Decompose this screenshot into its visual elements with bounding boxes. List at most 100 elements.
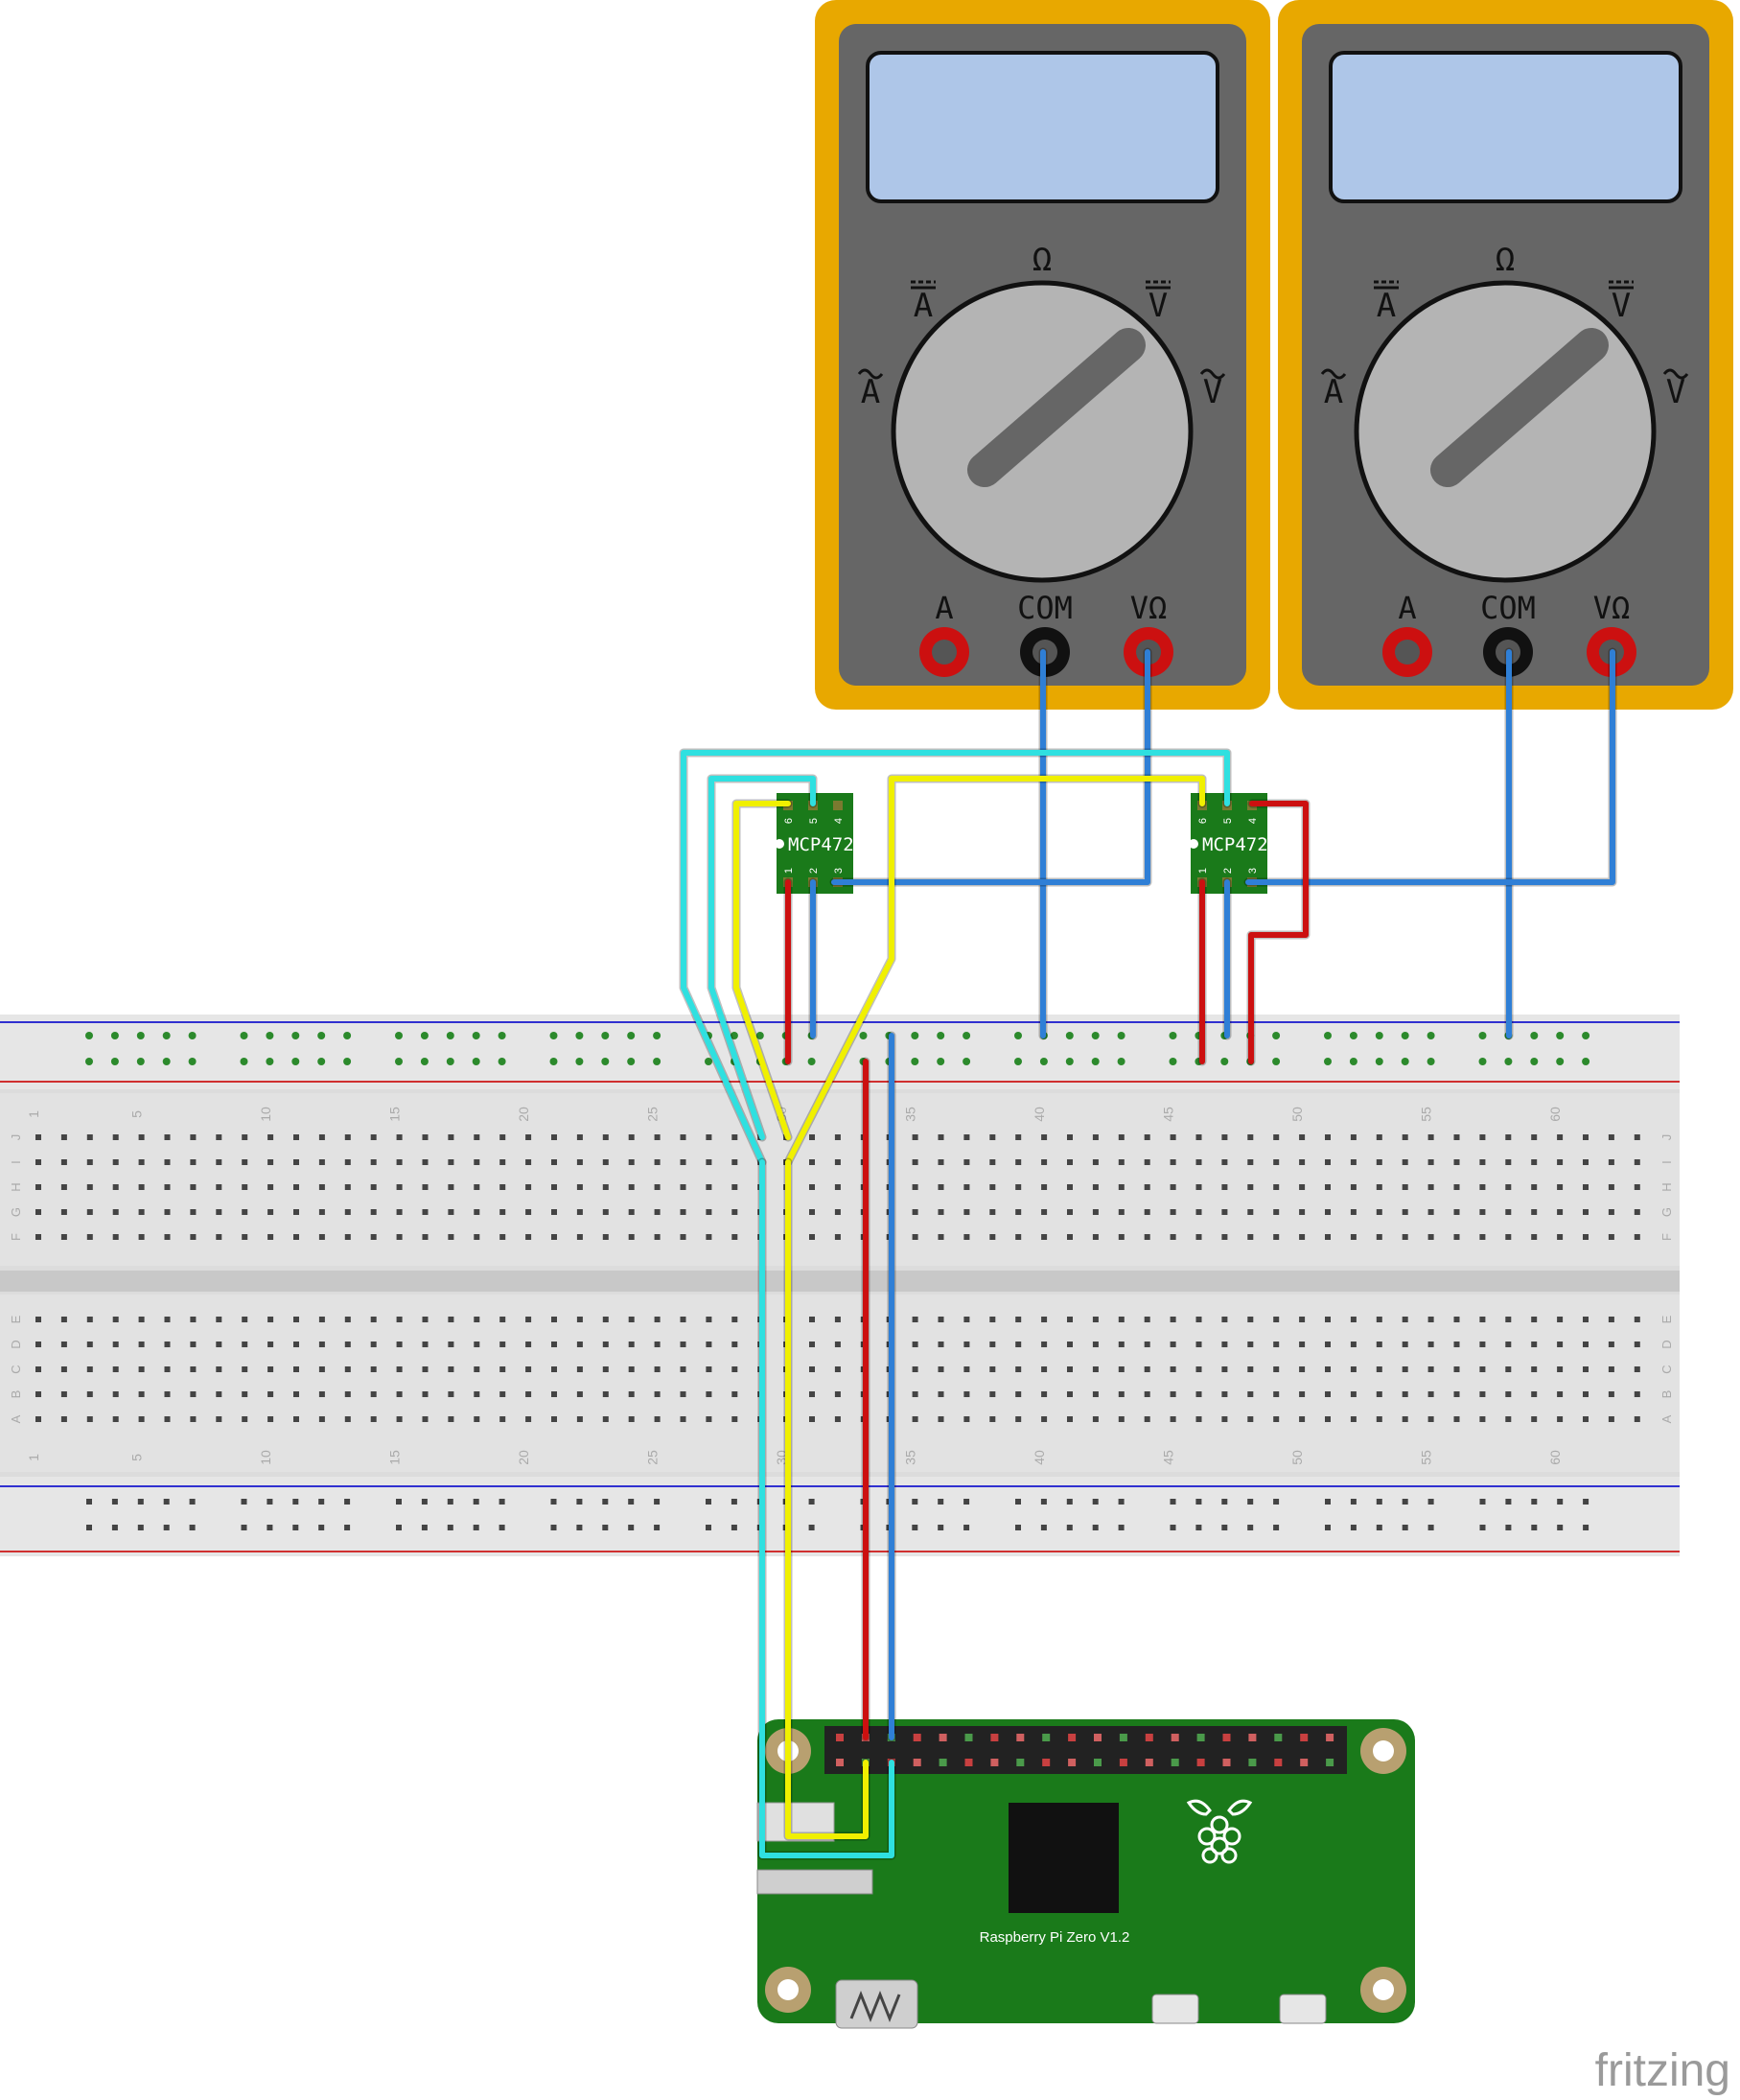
breadboard: 1155101015152020252530303535404045455050… (0, 1015, 1680, 1556)
column-number: 20 (516, 1107, 531, 1122)
dac-chip-label: MCP472 (788, 834, 854, 855)
column-number: 25 (645, 1107, 661, 1122)
wire-meter1-vohm[interactable] (829, 647, 1152, 887)
column-number: 5 (129, 1454, 145, 1461)
dial-ohm-label: Ω (1496, 241, 1515, 279)
dac-pin-number: 1 (1197, 868, 1209, 874)
meter-display (866, 51, 1219, 203)
row-letter: B (1659, 1390, 1674, 1399)
dial-dc-amps-label: A (1377, 287, 1396, 325)
gpio-pin (1042, 1759, 1051, 1766)
fritzing-watermark: fritzing (1595, 2045, 1730, 2096)
row-letter: D (1659, 1340, 1674, 1348)
dac-pin-number: 4 (1247, 818, 1259, 824)
wire-dac1-scl[interactable] (731, 799, 793, 1142)
dial-dc-amps-label: A (914, 287, 933, 325)
gpio-header (824, 1726, 1347, 1774)
column-number: 15 (387, 1450, 403, 1465)
gpio-pin (913, 1759, 921, 1766)
column-number: 1 (26, 1110, 41, 1118)
row-letter: J (1659, 1134, 1674, 1141)
jack-amps-label: A (935, 590, 953, 626)
row-letter: B (9, 1390, 23, 1399)
row-letter: A (9, 1414, 23, 1423)
dial-dc-volts-label: V (1148, 287, 1168, 325)
gpio-pin (1119, 1759, 1127, 1766)
raspberry-pi-zero: Raspberry Pi Zero V1.2 (756, 1719, 1415, 2029)
dial-ac-volts-label: V (1666, 373, 1685, 411)
row-letter: F (1659, 1233, 1674, 1241)
gpio-pin (1145, 1759, 1153, 1766)
wires (679, 647, 1617, 1860)
gpio-pin (990, 1759, 999, 1766)
row-letter: A (1659, 1414, 1674, 1423)
row-letter: J (9, 1134, 23, 1141)
wire-dac2-sda[interactable] (679, 748, 1232, 1167)
gpio-pin (1248, 1734, 1257, 1741)
center-channel (0, 1271, 1680, 1292)
gpio-pin (1196, 1759, 1205, 1766)
dial-ac-amps-label: A (861, 373, 880, 411)
gpio-pin (1042, 1734, 1051, 1741)
gpio-pin (939, 1759, 947, 1766)
gpio-pin (1094, 1759, 1102, 1766)
wire-pi-sda[interactable] (757, 1157, 896, 1860)
gpio-pin (1326, 1759, 1334, 1766)
dac-pin-number: 3 (833, 868, 845, 874)
row-letter: H (1659, 1182, 1674, 1191)
gpio-pin (836, 1759, 844, 1766)
gpio-pin (1274, 1734, 1283, 1741)
gpio-pin (1248, 1759, 1257, 1766)
gpio-pin (1274, 1759, 1283, 1766)
gpio-pin (1222, 1734, 1231, 1741)
column-number: 25 (645, 1450, 661, 1465)
gpio-pin (1222, 1759, 1231, 1766)
gpio-pin (964, 1759, 973, 1766)
row-letter: G (1659, 1207, 1674, 1217)
wire-pi-scl[interactable] (783, 1157, 870, 1841)
column-number: 5 (129, 1110, 145, 1118)
gpio-pin (1171, 1759, 1179, 1766)
gpio-pin (1145, 1734, 1153, 1741)
gpio-pin (990, 1734, 999, 1741)
column-number: 60 (1547, 1107, 1563, 1122)
soc-chip (1009, 1803, 1119, 1913)
column-number: 55 (1419, 1450, 1434, 1465)
column-number: 50 (1289, 1107, 1305, 1122)
dac-pin-number: 6 (1197, 818, 1209, 824)
gpio-pin (1196, 1734, 1205, 1741)
jack-com-label: COM (1017, 590, 1073, 626)
column-number: 45 (1161, 1107, 1176, 1122)
row-letter: H (9, 1182, 23, 1191)
micro-usb-port (1151, 1994, 1199, 2024)
wire-dac1-sda[interactable] (707, 774, 818, 1142)
gpio-pin (1016, 1759, 1025, 1766)
dac-pin-number: 1 (783, 868, 795, 874)
column-number: 20 (516, 1450, 531, 1465)
gpio-pin (1171, 1734, 1179, 1741)
dial-ac-volts-label: V (1203, 373, 1222, 411)
board-label: Raspberry Pi Zero V1.2 (980, 1929, 1130, 1946)
gpio-pin (1094, 1734, 1102, 1741)
column-number: 55 (1419, 1107, 1434, 1122)
wire-dac2-addr[interactable] (1246, 799, 1311, 1066)
top-power-rail (0, 1015, 1680, 1089)
gpio-pin (1119, 1734, 1127, 1741)
dial-ohm-label: Ω (1032, 241, 1052, 279)
gpio-pin (836, 1734, 844, 1741)
row-letter: I (9, 1160, 23, 1164)
breadboard-holes (35, 1032, 1640, 1530)
row-letter: F (9, 1233, 23, 1241)
wire-dac2-scl[interactable] (783, 774, 1207, 1167)
jack-amps-label: A (1398, 590, 1416, 626)
bottom-power-rail (0, 1477, 1680, 1556)
gpio-pin (1068, 1734, 1077, 1741)
row-letter: D (9, 1340, 23, 1348)
wire-meter2-vohm[interactable] (1243, 647, 1617, 887)
